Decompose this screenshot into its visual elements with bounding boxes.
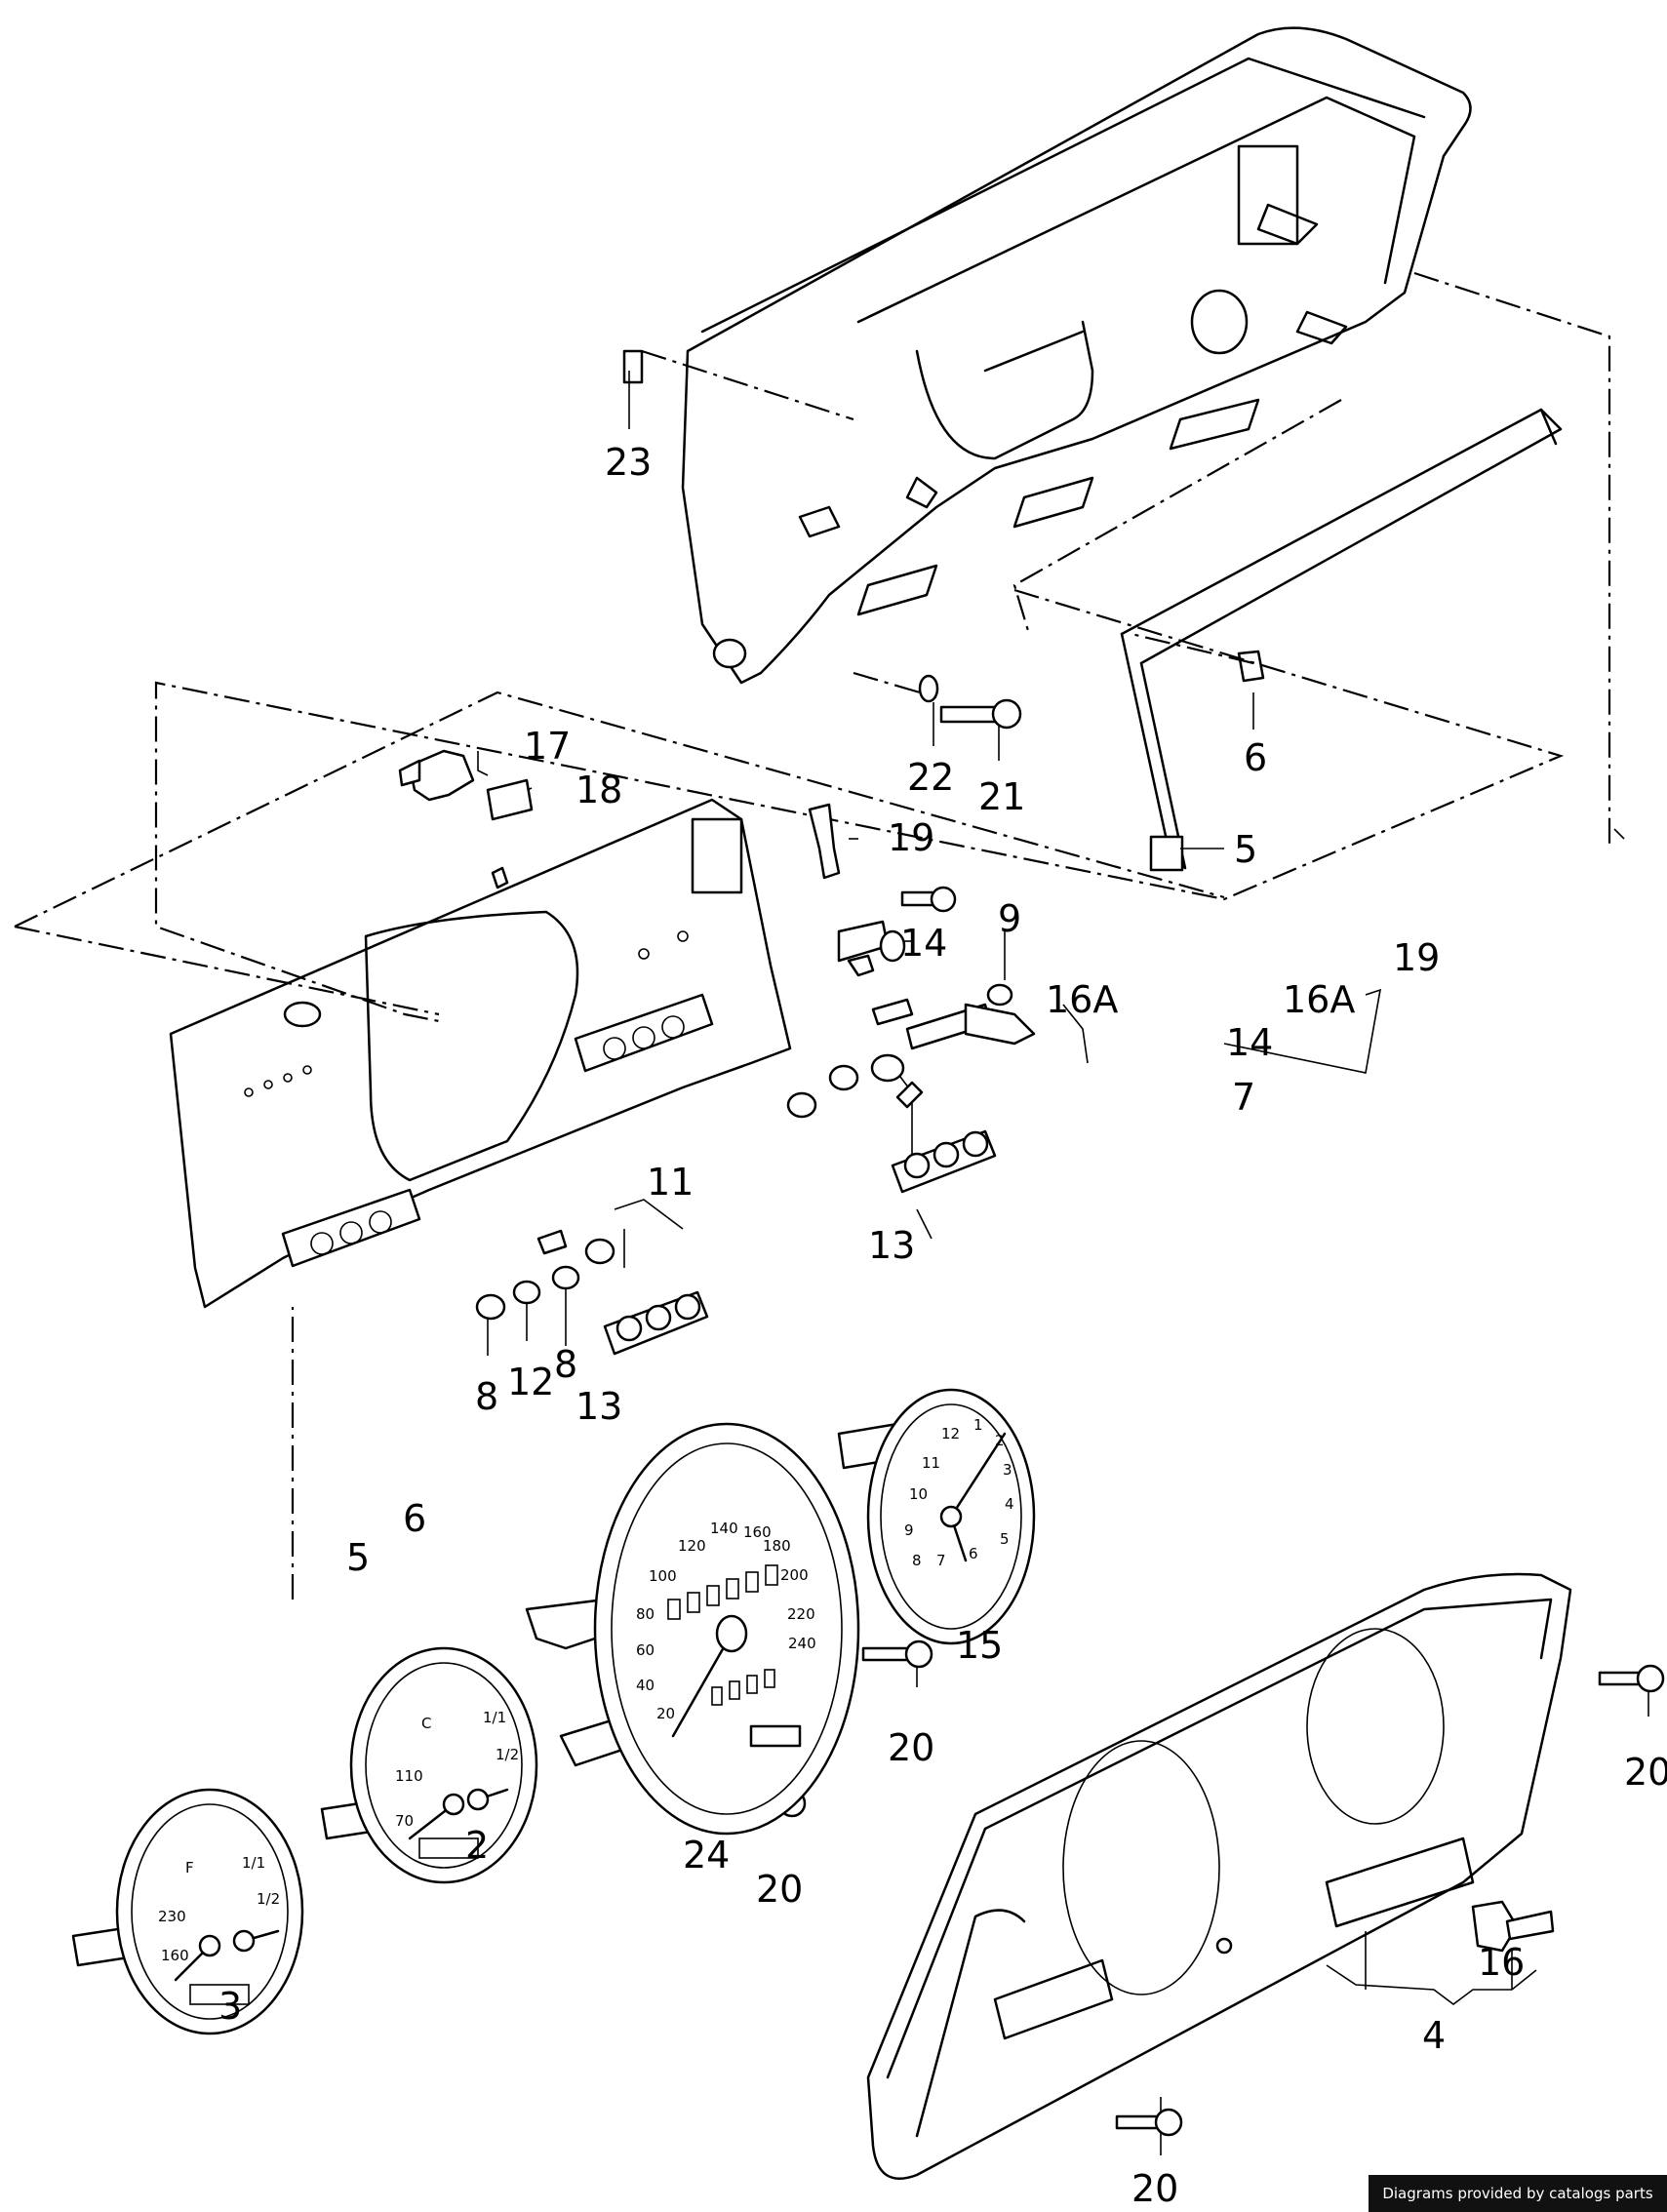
speedo-tick: 180 (763, 1537, 791, 1555)
temp-tick: 70 (395, 1812, 414, 1830)
screw-20-bottom (1115, 2108, 1183, 2137)
speedo-tick: 200 (780, 1566, 809, 1584)
clock-number: 11 (922, 1454, 940, 1472)
temp-fuel-gauge (320, 1646, 538, 1884)
bulb-carriers (603, 1129, 997, 1356)
temp-letter: C (421, 1715, 431, 1732)
callout-13-lower: 13 (576, 1385, 622, 1428)
callout-21: 21 (978, 775, 1025, 818)
clock-numbers: 1 2 3 4 5 6 7 8 9 10 11 12 (904, 1416, 1014, 1569)
clock-number: 12 (941, 1425, 960, 1442)
bulb-sockets-upper (574, 993, 714, 1073)
clock-number: 5 (1000, 1530, 1010, 1548)
callout-16: 16 (1478, 1941, 1525, 1984)
temp-letter: 1/2 (496, 1746, 519, 1763)
watermark-banner: Diagrams provided by catalogs parts (1369, 2175, 1667, 2212)
callout-20-housing-bottom: 20 (1131, 2167, 1178, 2210)
clock-number: 1 (973, 1416, 983, 1434)
temp-letter: 1/1 (483, 1709, 506, 1726)
speedometer-gauge (525, 1422, 860, 1836)
clock-gauge (837, 1388, 1036, 1645)
clock-number: 6 (969, 1545, 978, 1562)
oil-tick: 230 (158, 1908, 186, 1925)
callout-8-left: 8 (475, 1375, 498, 1418)
screw-19 (900, 886, 957, 913)
callout-11: 11 (647, 1161, 694, 1204)
speedo-tick: 40 (636, 1677, 655, 1694)
oil-fuel-gauge (71, 1788, 304, 2035)
callout-3: 3 (218, 1985, 242, 2028)
speedo-tick: 60 (636, 1641, 655, 1659)
temp-tick: 110 (395, 1767, 423, 1785)
callout-5: 5 (1234, 828, 1257, 871)
retaining-frame (1120, 408, 1563, 872)
speedo-tick: 240 (788, 1635, 816, 1652)
callout-20-speedo-bottom: 20 (756, 1868, 803, 1911)
clip-16 (1471, 1900, 1555, 1953)
callout-17: 17 (524, 725, 571, 768)
clock-number: 8 (912, 1552, 922, 1569)
circuit-board (169, 798, 792, 1309)
instrument-housing (622, 26, 1472, 685)
speedo-tick-labels: 20 40 60 80 100 120 140 160 180 200 220 … (636, 1520, 816, 1722)
connectors (398, 749, 841, 880)
speedo-tick: 100 (649, 1567, 677, 1585)
assembly-lines (14, 271, 1611, 1600)
temp-gauge-labels: 70 110 C 1/2 1/1 (395, 1709, 519, 1830)
callout-6-group: 6 (403, 1497, 426, 1540)
callout-24: 24 (683, 1834, 730, 1876)
clock-number: 9 (904, 1521, 914, 1539)
speedo-tick: 220 (787, 1605, 815, 1623)
callout-23: 23 (605, 441, 652, 484)
oil-gauge-labels: 160 230 F 1/2 1/1 (158, 1854, 280, 1964)
screws (739, 674, 1665, 2137)
callout-14-group: 14 (1226, 1021, 1273, 1064)
speedo-tick: 80 (636, 1605, 655, 1623)
callout-19-group: 19 (1393, 936, 1440, 979)
callout-14: 14 (900, 922, 947, 965)
callout-16a: 16A (1046, 978, 1118, 1021)
clock-number: 4 (1005, 1495, 1014, 1513)
callout-18: 18 (576, 769, 622, 811)
leader-lines (233, 371, 1649, 2155)
speedo-tick: 160 (743, 1523, 772, 1541)
bulb-sockets-lower (281, 1188, 421, 1268)
callout-5-group: 5 (346, 1536, 370, 1579)
odometer-lower (711, 1669, 775, 1706)
callout-6: 6 (1244, 736, 1267, 779)
callout-4: 4 (1422, 2014, 1446, 2057)
oil-tick: 160 (161, 1947, 189, 1964)
clock-number: 7 (936, 1552, 946, 1569)
front-housing (866, 1572, 1572, 2180)
clock-number: 3 (1003, 1461, 1012, 1479)
oil-letter: F (185, 1859, 194, 1876)
speedo-tick: 20 (656, 1705, 675, 1722)
callout-8-right: 8 (554, 1343, 577, 1386)
callout-13-upper: 13 (868, 1224, 915, 1267)
callout-7: 7 (1232, 1076, 1255, 1119)
speedo-tick: 140 (710, 1520, 738, 1537)
clock-number: 10 (909, 1485, 928, 1503)
bulbs (475, 866, 1036, 1321)
clock-number: 2 (995, 1432, 1005, 1449)
speedo-tick: 120 (678, 1537, 706, 1555)
callout-19: 19 (888, 816, 934, 859)
callout-20-housing-right: 20 (1624, 1751, 1667, 1794)
oil-letter: 1/1 (242, 1854, 265, 1872)
screw-20-upper (861, 1639, 933, 1669)
callout-22: 22 (907, 756, 954, 799)
screw-21 (918, 674, 1022, 730)
oil-letter: 1/2 (257, 1890, 280, 1908)
callout-numbers: 23 22 21 6 17 18 19 5 14 9 16A 16A 19 14… (218, 441, 1667, 2210)
callout-2: 2 (465, 1824, 489, 1867)
callout-9: 9 (998, 897, 1021, 940)
callout-16a-group: 16A (1283, 978, 1355, 1021)
callout-12: 12 (507, 1361, 554, 1403)
callout-15: 15 (956, 1624, 1003, 1667)
odometer-upper (667, 1564, 778, 1620)
screw-20-right (1598, 1664, 1665, 1693)
callout-20-speedo-right: 20 (888, 1726, 934, 1769)
